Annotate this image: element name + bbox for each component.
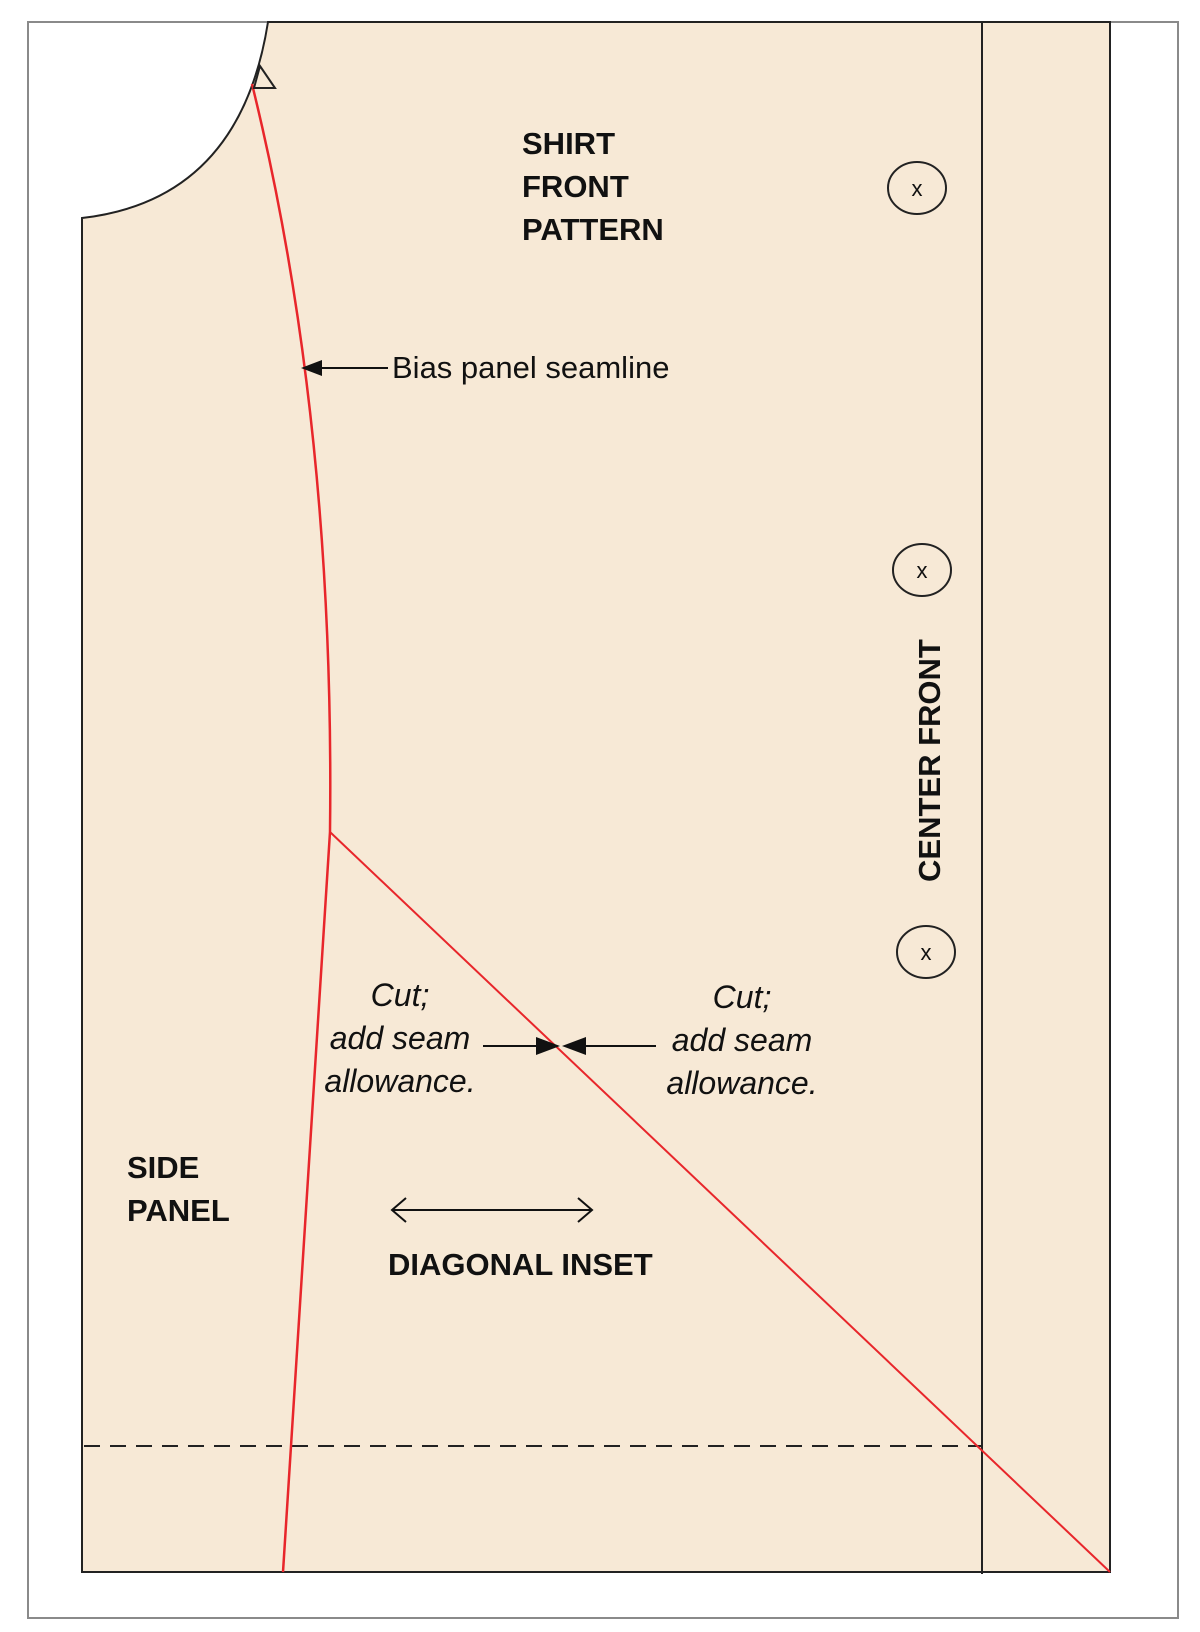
shirt-front-label-line-2: FRONT [522,169,629,204]
bias-panel-seamline [250,83,332,1573]
cut-pointer-right-arrowhead [562,1037,586,1055]
shirt-front-label-line-1: SHIRT [522,126,615,161]
button-marker-2-x: x [917,558,928,583]
neckline-notch [252,63,277,89]
button-marker-2: x [892,543,952,597]
grainline-double-arrow [390,1197,594,1223]
cut-note-left-line-3: allowance. [324,1063,475,1099]
bias-panel-seamline-label: Bias panel seamline [392,350,669,385]
diagonal-inset-label: DIAGONAL INSET [388,1247,653,1282]
button-marker-3: x [896,925,956,979]
bias-seamline-arrowhead [301,360,322,376]
button-marker-1: x [887,161,947,215]
cut-pointer-left-arrowhead [536,1037,560,1055]
diagonal-inset-line [329,831,1111,1573]
shirt-front-label-line-3: PATTERN [522,212,664,247]
center-front-label: CENTER FRONT [912,639,947,882]
side-panel-label-line-1: SIDE [127,1150,199,1185]
cut-note-right-line-1: Cut; [713,979,772,1015]
cut-note-right-line-2: add seam [672,1022,813,1058]
cut-note-left-line-1: Cut; [371,977,430,1013]
button-marker-3-x: x [921,940,932,965]
pattern-piece-outline [81,21,1111,1573]
side-panel-label-line-2: PANEL [127,1193,230,1228]
button-marker-1-x: x [912,176,923,201]
cut-note-left-line-2: add seam [330,1020,471,1056]
cut-note-right-line-3: allowance. [666,1065,817,1101]
